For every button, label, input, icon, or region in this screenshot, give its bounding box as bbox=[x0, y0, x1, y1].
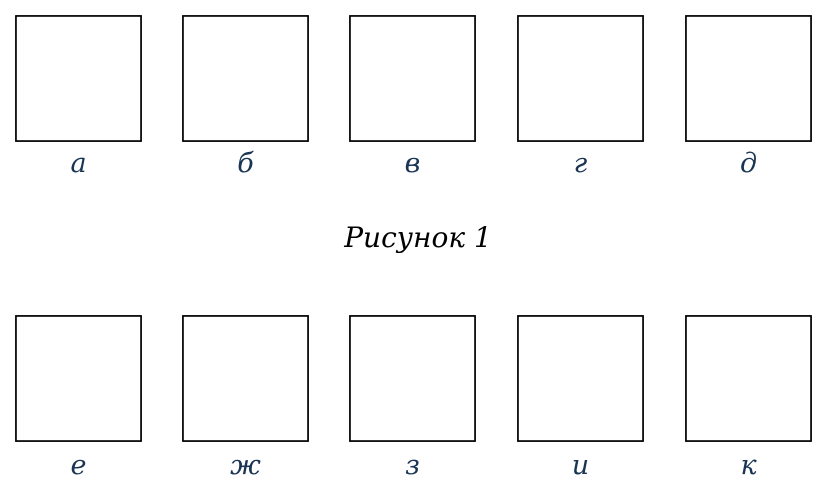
tile-label: в bbox=[405, 148, 421, 179]
tile-label: г bbox=[574, 148, 588, 179]
tile-border bbox=[685, 15, 812, 142]
tile-border bbox=[349, 15, 476, 142]
tile-label: и bbox=[572, 450, 589, 481]
tile-з: з bbox=[349, 315, 476, 481]
tile-label: ж bbox=[230, 450, 261, 481]
tile-ж: ж bbox=[182, 315, 309, 481]
tile-а: а bbox=[15, 15, 142, 179]
tile-label: к bbox=[740, 450, 757, 481]
tile-label: з bbox=[405, 450, 420, 481]
tile-е: е bbox=[15, 315, 142, 481]
tile-г: г bbox=[517, 15, 644, 179]
tile-border bbox=[15, 315, 142, 442]
tile-в: в bbox=[349, 15, 476, 179]
tile-border bbox=[517, 315, 644, 442]
tile-border bbox=[349, 315, 476, 442]
tile-label: б bbox=[237, 148, 254, 179]
tile-к: к bbox=[685, 315, 812, 481]
tile-label: е bbox=[71, 450, 87, 481]
row-1-tiles: а б в г д bbox=[15, 15, 812, 179]
tile-border bbox=[517, 15, 644, 142]
tile-д: д bbox=[685, 15, 812, 179]
tile-border bbox=[15, 15, 142, 142]
tile-и: и bbox=[517, 315, 644, 481]
tile-б: б bbox=[182, 15, 309, 179]
tile-label: а bbox=[70, 148, 86, 179]
tile-border bbox=[182, 315, 309, 442]
tile-border bbox=[685, 315, 812, 442]
tile-border bbox=[182, 15, 309, 142]
tile-label: д bbox=[740, 148, 757, 179]
figure-caption: Рисунок 1 bbox=[343, 221, 492, 254]
